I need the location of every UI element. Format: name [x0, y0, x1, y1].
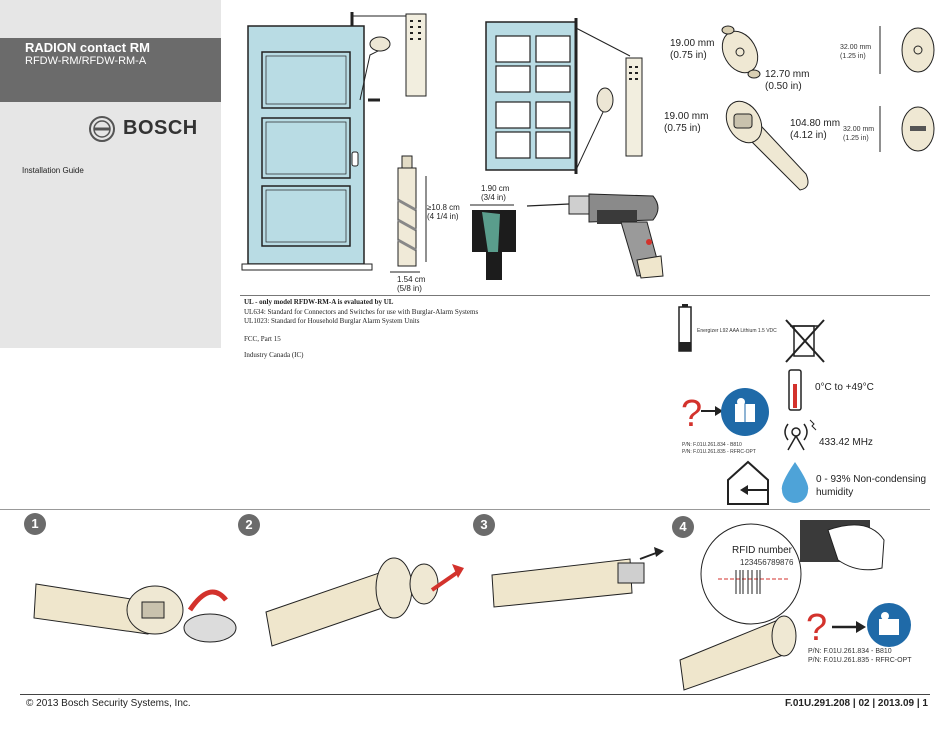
cap-dimension: 32.00 mm [843, 126, 875, 133]
arrow-icon [701, 404, 723, 422]
ul634-line: UL634: Standard for Connectors and Switc… [244, 308, 479, 316]
length-dimension: 104.80 mm [790, 118, 841, 129]
width2-dimension-in: (0.75 in) [664, 123, 701, 134]
svg-text:?: ? [806, 607, 827, 649]
temperature-spec: 0°C to +49°C [815, 382, 874, 393]
footer-document-number: F.01U.291.208 | 02 | 2013.09 | 1 [785, 698, 928, 709]
depth-dimension: ≥10.8 cm [427, 203, 460, 212]
section-divider-steps [0, 509, 930, 510]
rfid-number: 123456789876 [740, 558, 794, 567]
face-dimension: 32.00 mm [840, 44, 872, 51]
frequency-spec: 433.42 MHz [819, 437, 873, 448]
part-number-2: P/N: F.01U.261.835 - RFRC-OPT [682, 449, 756, 455]
width2-dimension: 19.00 mm [664, 111, 709, 122]
width-dimension: 19.00 mm [670, 38, 715, 49]
step-4-part-number-2: P/N: F.01U.261.835 - RFRC-OPT [808, 657, 912, 664]
brand-name: BOSCH [123, 117, 198, 139]
battery-icon [678, 304, 692, 357]
house-icon [724, 458, 774, 511]
question-icon: ? [679, 392, 711, 437]
step-4-part-number-1: P/N: F.01U.261.834 - B810 [808, 648, 892, 655]
bosch-logo-icon [88, 115, 116, 148]
product-subtitle: RFDW-RM/RFDW-RM-A [25, 55, 147, 67]
title-band [0, 38, 221, 102]
weee-bin-icon [782, 318, 828, 371]
window-illustration [480, 14, 660, 179]
step-4-arrow-icon [832, 620, 866, 638]
footer-divider [20, 694, 930, 695]
thermometer-icon [786, 369, 804, 419]
manual-icon [721, 388, 769, 441]
step-4-illustration [678, 520, 918, 695]
battery-spec: Energizer L92 AAA Lithium 1.5 VDC [697, 328, 777, 334]
bit-dimension-in: (3/4 in) [481, 193, 506, 202]
sensor-length-view [720, 98, 820, 213]
section-divider-top [240, 295, 930, 296]
sensor-cap-view [879, 102, 940, 167]
bit-dimension: 1.90 cm [481, 184, 510, 193]
step-4-question-icon: ? [806, 606, 834, 651]
product-title: RADION contact RM [25, 40, 150, 55]
step-4-badge: 4 [672, 516, 694, 538]
svg-text:?: ? [681, 393, 702, 435]
bore-diameter: 1.54 cm [397, 275, 426, 284]
document-type: Installation Guide [22, 166, 84, 175]
depth-dimension-in: (4 1/4 in) [427, 212, 459, 221]
step-3-badge: 3 [473, 514, 495, 536]
humidity-spec-2: humidity [816, 487, 854, 498]
width-dimension-in: (0.75 in) [670, 50, 707, 61]
ic-line: Industry Canada (IC) [244, 351, 304, 359]
rfid-label: RFID number [732, 545, 793, 556]
bore-diameter-in: (5/8 in) [397, 284, 422, 293]
step-1-badge: 1 [24, 513, 46, 535]
drill-illustration [525, 190, 670, 290]
droplet-icon [778, 460, 812, 509]
cap-dimension-in: (1.25 in) [843, 135, 869, 142]
face-dimension-in: (1.25 in) [840, 53, 866, 60]
step-1-illustration [30, 580, 250, 655]
height-dimension-in: (0.50 in) [765, 81, 802, 92]
forstner-bit [468, 200, 528, 290]
step-2-badge: 2 [238, 514, 260, 536]
length-dimension-in: (4.12 in) [790, 130, 827, 141]
footer-copyright: © 2013 Bosch Security Systems, Inc. [26, 698, 191, 709]
fcc-line: FCC, Part 15 [244, 335, 281, 343]
humidity-spec: 0 - 93% Non-condensing [816, 474, 927, 485]
antenna-icon [782, 416, 820, 455]
part-number-1: P/N: F.01U.261.834 - B810 [682, 442, 742, 448]
ul1023-line: UL1023: Standard for Household Burglar A… [244, 317, 420, 325]
height-dimension: 12.70 mm [765, 69, 810, 80]
door-illustration [240, 10, 440, 280]
step-2-illustration [262, 552, 472, 657]
step-4-manual-icon [867, 603, 911, 652]
sensor-face-view [879, 22, 940, 87]
ul-heading: UL - only model RFDW-RM-A is evaluated b… [244, 298, 394, 306]
step-3-illustration [490, 545, 670, 620]
sensor-top-view [710, 16, 770, 91]
